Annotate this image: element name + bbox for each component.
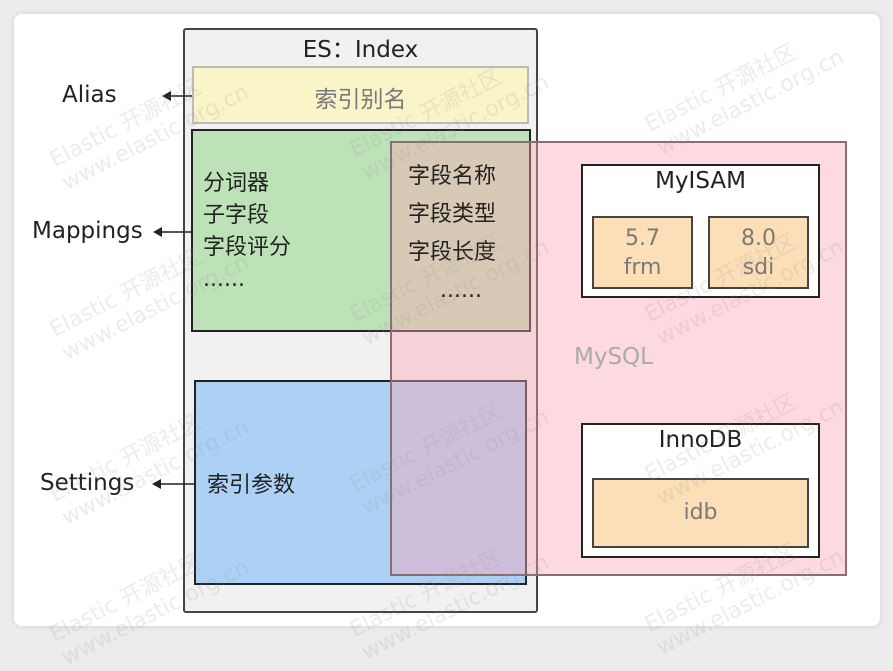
settings-box (194, 380, 527, 585)
mappings-item: ...... (203, 267, 245, 292)
alias-box (192, 66, 529, 124)
mappings-item: 分词器 (203, 171, 270, 196)
myisam-v57-text: 5.7 frm (592, 224, 693, 282)
field-item: 字段长度 (408, 240, 497, 265)
myisam-v80-text: 8.0 sdi (708, 224, 809, 282)
innodb-title: InnoDB (658, 427, 743, 453)
mappings-box (191, 129, 531, 332)
myisam-v57-box (592, 216, 693, 289)
connector-arrows (152, 91, 194, 489)
mysql-label: MySQL (574, 344, 653, 370)
mappings-items: 分词器 子字段 字段评分 ...... (203, 168, 291, 296)
field-item: 字段类型 (408, 202, 497, 227)
version-label: 8.0 (741, 226, 776, 251)
settings-arrow (152, 479, 194, 489)
myisam-v80-box (708, 216, 809, 289)
field-item: ...... (440, 278, 482, 303)
mappings-arrow (153, 227, 191, 237)
file-label: frm (623, 255, 662, 280)
alias-box-text: 索引别名 (314, 87, 407, 113)
version-label: 5.7 (625, 226, 660, 251)
innodb-idb-box (592, 478, 809, 548)
innodb-idb-text: idb (683, 500, 718, 525)
mappings-item: 子字段 (203, 203, 270, 228)
es-index-title: ES：Index (302, 37, 419, 63)
mappings-side-label: Mappings (32, 218, 143, 244)
alias-arrow (162, 91, 192, 101)
settings-side-label: Settings (40, 470, 135, 496)
field-items: 字段名称 字段类型 字段长度 ...... (408, 158, 496, 310)
file-label: sdi (742, 255, 775, 280)
myisam-title: MyISAM (655, 168, 746, 194)
mappings-item: 字段评分 (203, 235, 292, 260)
settings-box-text: 索引参数 (207, 473, 296, 498)
field-item: 字段名称 (408, 164, 497, 189)
alias-side-label: Alias (62, 82, 117, 108)
